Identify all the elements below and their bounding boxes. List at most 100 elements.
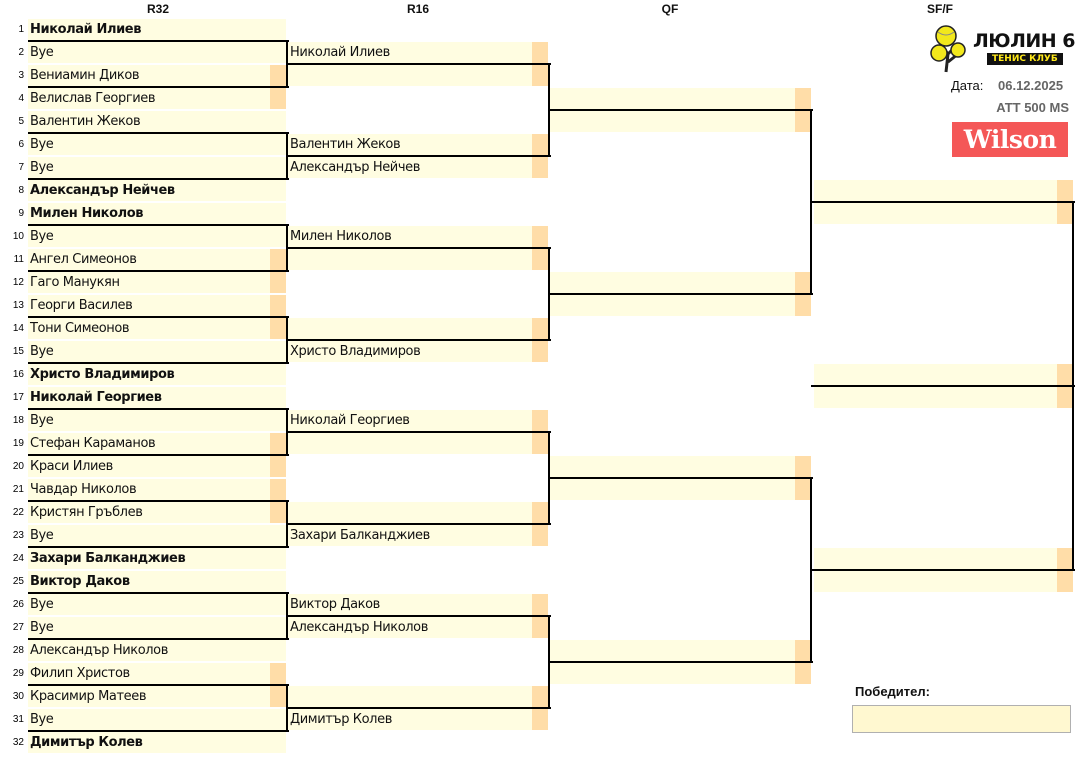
- r32-slot[interactable]: Bye: [28, 157, 286, 178]
- sf-score-cell[interactable]: [1057, 387, 1073, 408]
- r32-score-cell[interactable]: [270, 479, 286, 500]
- qf-slot[interactable]: [550, 111, 811, 132]
- r32-score-cell[interactable]: [270, 318, 286, 339]
- r16-slot[interactable]: [288, 433, 548, 454]
- r32-slot[interactable]: Гаго Манукян: [28, 272, 286, 293]
- r32-slot[interactable]: Александър Николов: [28, 640, 286, 661]
- r32-score-cell[interactable]: [270, 249, 286, 270]
- r32-slot[interactable]: Филип Христов: [28, 663, 286, 684]
- r32-score-cell[interactable]: [270, 456, 286, 477]
- r32-slot[interactable]: Велислав Георгиев: [28, 88, 286, 109]
- r16-score-cell[interactable]: [532, 410, 548, 431]
- sf-slot[interactable]: [814, 203, 1073, 224]
- r16-slot[interactable]: [288, 318, 548, 339]
- r32-slot[interactable]: Георги Василев: [28, 295, 286, 316]
- r16-slot[interactable]: Димитър Колев: [288, 709, 548, 730]
- r32-score-cell[interactable]: [270, 502, 286, 523]
- qf-slot[interactable]: [550, 295, 811, 316]
- r32-slot[interactable]: Bye: [28, 617, 286, 638]
- r32-slot[interactable]: Bye: [28, 594, 286, 615]
- r32-slot[interactable]: Чавдар Николов: [28, 479, 286, 500]
- r16-score-cell[interactable]: [532, 134, 548, 155]
- r16-slot[interactable]: Александър Нейчев: [288, 157, 548, 178]
- qf-score-cell[interactable]: [795, 663, 811, 684]
- r16-score-cell[interactable]: [532, 157, 548, 178]
- r32-slot[interactable]: Красимир Матеев: [28, 686, 286, 707]
- r32-score-cell[interactable]: [270, 663, 286, 684]
- sf-slot[interactable]: [814, 180, 1073, 201]
- r32-score-cell[interactable]: [270, 65, 286, 86]
- r16-score-cell[interactable]: [532, 65, 548, 86]
- r32-slot[interactable]: Кристян Гръблев: [28, 502, 286, 523]
- r32-slot[interactable]: Милен Николов: [28, 203, 286, 224]
- sf-slot[interactable]: [814, 571, 1073, 592]
- sf-slot[interactable]: [814, 364, 1073, 385]
- r32-score-cell[interactable]: [270, 88, 286, 109]
- r32-slot[interactable]: Христо Владимиров: [28, 364, 286, 385]
- r16-score-cell[interactable]: [532, 709, 548, 730]
- r32-slot[interactable]: Валентин Жеков: [28, 111, 286, 132]
- r16-score-cell[interactable]: [532, 249, 548, 270]
- r16-score-cell[interactable]: [532, 341, 548, 362]
- qf-slot[interactable]: [550, 663, 811, 684]
- qf-score-cell[interactable]: [795, 88, 811, 109]
- r32-slot[interactable]: Александър Нейчев: [28, 180, 286, 201]
- r32-slot[interactable]: Николай Илиев: [28, 19, 286, 40]
- qf-slot[interactable]: [550, 272, 811, 293]
- r16-slot[interactable]: Николай Георгиев: [288, 410, 548, 431]
- r16-slot[interactable]: Валентин Жеков: [288, 134, 548, 155]
- r32-score-cell[interactable]: [270, 272, 286, 293]
- r32-score-cell[interactable]: [270, 433, 286, 454]
- r32-slot[interactable]: Тони Симеонов: [28, 318, 286, 339]
- sf-score-cell[interactable]: [1057, 571, 1073, 592]
- sf-score-cell[interactable]: [1057, 203, 1073, 224]
- r16-score-cell[interactable]: [532, 502, 548, 523]
- r16-score-cell[interactable]: [532, 686, 548, 707]
- r16-score-cell[interactable]: [532, 617, 548, 638]
- winner-field[interactable]: [852, 705, 1071, 733]
- qf-score-cell[interactable]: [795, 479, 811, 500]
- r32-slot[interactable]: Виктор Даков: [28, 571, 286, 592]
- qf-slot[interactable]: [550, 640, 811, 661]
- qf-slot[interactable]: [550, 456, 811, 477]
- r16-score-cell[interactable]: [532, 433, 548, 454]
- r16-slot[interactable]: Александър Николов: [288, 617, 548, 638]
- r32-slot[interactable]: Bye: [28, 525, 286, 546]
- r16-slot[interactable]: [288, 65, 548, 86]
- r16-score-cell[interactable]: [532, 42, 548, 63]
- sf-slot[interactable]: [814, 548, 1073, 569]
- r32-slot[interactable]: Захари Балканджиев: [28, 548, 286, 569]
- r16-score-cell[interactable]: [532, 594, 548, 615]
- r32-slot[interactable]: Стефан Караманов: [28, 433, 286, 454]
- r16-slot[interactable]: Николай Илиев: [288, 42, 548, 63]
- r16-score-cell[interactable]: [532, 525, 548, 546]
- qf-score-cell[interactable]: [795, 272, 811, 293]
- sf-score-cell[interactable]: [1057, 548, 1073, 569]
- r32-slot[interactable]: Вениамин Диков: [28, 65, 286, 86]
- r16-slot[interactable]: Захари Балканджиев: [288, 525, 548, 546]
- r16-slot[interactable]: [288, 249, 548, 270]
- r16-slot[interactable]: Христо Владимиров: [288, 341, 548, 362]
- r32-slot[interactable]: Николай Георгиев: [28, 387, 286, 408]
- r16-slot[interactable]: Виктор Даков: [288, 594, 548, 615]
- qf-score-cell[interactable]: [795, 111, 811, 132]
- r16-slot[interactable]: [288, 502, 548, 523]
- r32-slot[interactable]: Bye: [28, 226, 286, 247]
- r32-slot[interactable]: Bye: [28, 410, 286, 431]
- r16-score-cell[interactable]: [532, 318, 548, 339]
- r32-slot[interactable]: Ангел Симеонов: [28, 249, 286, 270]
- r32-score-cell[interactable]: [270, 686, 286, 707]
- sf-score-cell[interactable]: [1057, 364, 1073, 385]
- r32-slot[interactable]: Bye: [28, 709, 286, 730]
- sf-score-cell[interactable]: [1057, 180, 1073, 201]
- qf-score-cell[interactable]: [795, 295, 811, 316]
- r32-slot[interactable]: Bye: [28, 42, 286, 63]
- r16-slot[interactable]: [288, 686, 548, 707]
- r32-slot[interactable]: Димитър Колев: [28, 732, 286, 753]
- r32-slot[interactable]: Bye: [28, 134, 286, 155]
- r32-slot[interactable]: Краси Илиев: [28, 456, 286, 477]
- qf-score-cell[interactable]: [795, 456, 811, 477]
- qf-slot[interactable]: [550, 88, 811, 109]
- r16-score-cell[interactable]: [532, 226, 548, 247]
- sf-slot[interactable]: [814, 387, 1073, 408]
